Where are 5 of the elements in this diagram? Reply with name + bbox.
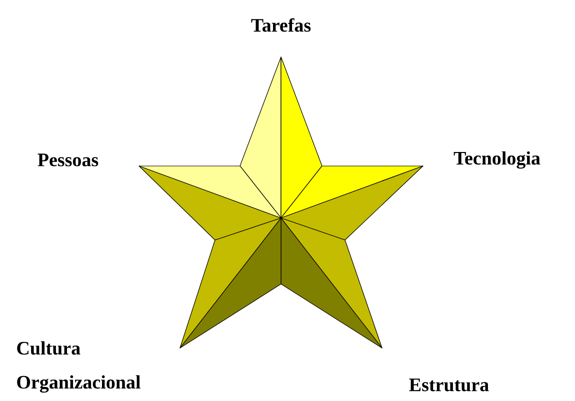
star-label: Tecnologia [454, 151, 540, 169]
star-label: Cultura Organizacional [17, 341, 140, 393]
star-label: Pessoas [38, 154, 98, 166]
star-label: Tarefas [251, 18, 311, 32]
star-label: Estrutura [409, 378, 489, 392]
